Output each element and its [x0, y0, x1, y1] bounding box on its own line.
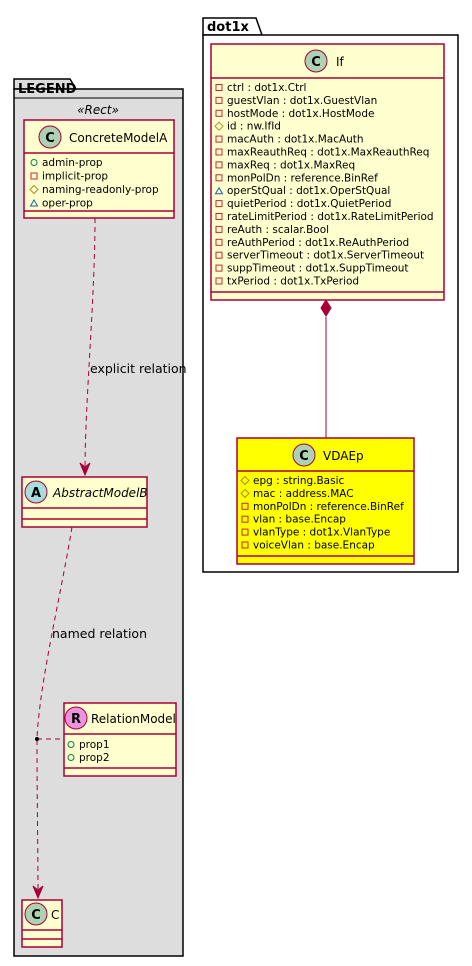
private-visibility-icon: [241, 502, 249, 510]
private-visibility-icon: [215, 238, 223, 246]
explicit-relation-label: explicit relation: [90, 361, 187, 376]
class-name: RelationModel: [91, 712, 176, 726]
attribute-row: monPolDn : reference.BinRef: [253, 501, 404, 513]
private-visibility-icon: [241, 541, 249, 549]
attribute-row: suppTimeout : dot1x.SuppTimeout: [227, 263, 409, 275]
class-icon-letter: C: [311, 55, 321, 70]
attribute-row: admin-prop: [42, 157, 103, 169]
class-concrete-model-a[interactable]: C ConcreteModelA admin-prop implicit-prop…: [23, 119, 175, 219]
private-visibility-icon: [215, 251, 223, 259]
attribute-row: guestVlan : dot1x.GuestVlan: [227, 95, 377, 107]
attribute-row: prop1: [79, 739, 110, 751]
class-icon-letter: C: [31, 908, 41, 923]
class-icon: [304, 49, 328, 73]
private-visibility-icon: [30, 172, 38, 180]
explicit-relation-arrowhead: [79, 462, 91, 477]
attribute-row: quietPeriod : dot1x.QuietPeriod: [227, 198, 391, 210]
private-visibility-icon: [215, 200, 223, 208]
attribute-row: mac : address.MAC: [253, 488, 354, 500]
edges: explicit relation named relation: [32, 217, 332, 900]
attribute-row: epg : string.Basic: [253, 475, 345, 487]
abstract-icon: [24, 480, 48, 504]
attribute-row: rateLimitPeriod : dot1x.RateLimitPeriod: [227, 211, 434, 223]
class-icon-letter: C: [45, 131, 55, 146]
class-icon: [38, 125, 62, 149]
private-visibility-icon: [215, 148, 223, 156]
attribute-row: id : nw.IfId: [227, 121, 281, 133]
class-name: AbstractModelB: [52, 486, 148, 500]
package-visibility-icon: [214, 186, 224, 195]
class-name: If: [336, 55, 345, 69]
class-icon-letter: C: [299, 449, 309, 464]
legend-stereotype: «Rect»: [77, 103, 119, 117]
named-relation-label: named relation: [52, 626, 147, 641]
public-visibility-icon: [30, 159, 38, 166]
dot1x-package-title: dot1x: [207, 20, 249, 35]
private-visibility-icon: [215, 135, 223, 143]
composition-diamond: [320, 299, 332, 317]
private-visibility-icon: [215, 213, 223, 220]
attribute-row: hostMode : dot1x.HostMode: [227, 108, 374, 120]
private-visibility-icon: [215, 264, 223, 272]
private-visibility-icon: [241, 528, 249, 536]
attribute-row: naming-readonly-prop: [42, 184, 159, 196]
private-visibility-icon: [215, 109, 223, 117]
public-visibility-icon: [67, 741, 75, 748]
attribute-row: operStQual : dot1x.OperStQual: [227, 185, 390, 197]
class-name: ConcreteModelA: [69, 131, 168, 145]
private-visibility-icon: [215, 174, 223, 182]
attribute-list: admin-prop implicit-propnaming-readonly-p…: [29, 157, 159, 210]
attribute-row: voiceVlan : base.Encap: [253, 540, 375, 552]
abstract-icon-letter: A: [31, 486, 41, 501]
protected-visibility-icon: [214, 121, 224, 131]
named-relation-arrowhead: [32, 885, 44, 900]
attribute-row: implicit-prop: [42, 171, 108, 183]
package-visibility-icon: [29, 199, 39, 207]
relation-icon: [64, 706, 88, 730]
class-icon: [292, 443, 316, 467]
attribute-row: txPeriod : dot1x.TxPeriod: [227, 276, 359, 288]
attribute-row: serverTimeout : dot1x.ServerTimeout: [227, 250, 424, 262]
legend-package-title: LEGEND: [18, 82, 77, 97]
class-icon: [24, 902, 48, 926]
protected-visibility-icon: [29, 184, 39, 195]
relation-junction-point: [35, 737, 39, 741]
explicit-relation-edge: [84, 217, 96, 473]
class-name: VDAEp: [323, 449, 364, 463]
attribute-row: vlan : base.Encap: [253, 514, 346, 526]
attribute-row: prop2: [79, 752, 110, 764]
attribute-row: reAuthPeriod : dot1x.ReAuthPeriod: [227, 237, 409, 249]
class-abstract-model-b[interactable]: A AbstractModelB: [21, 476, 148, 528]
attribute-row: vlanType : dot1x.VlanType: [253, 527, 390, 539]
private-visibility-icon: [241, 515, 249, 523]
private-visibility-icon: [215, 84, 223, 91]
protected-visibility-icon: [240, 475, 250, 486]
attribute-row: monPolDn : reference.BinRef: [227, 172, 378, 184]
public-visibility-icon: [67, 754, 75, 761]
attribute-row: oper-prop: [42, 198, 93, 210]
attribute-row: macAuth : dot1x.MacAuth: [227, 134, 364, 146]
attribute-row: maxReq : dot1x.MaxReq: [227, 159, 355, 171]
named-relation-edge-upper: [36, 526, 73, 739]
attribute-row: maxReauthReq : dot1x.MaxReauthReq: [227, 147, 429, 159]
relation-icon-letter: R: [71, 712, 81, 727]
protected-visibility-icon: [240, 488, 250, 499]
class-name: C: [51, 908, 59, 922]
private-visibility-icon: [215, 225, 223, 233]
attribute-row: reAuth : scalar.Bool: [227, 224, 329, 236]
private-visibility-icon: [215, 96, 223, 104]
private-visibility-icon: [215, 161, 223, 169]
named-relation-edge-lower: [36, 739, 39, 896]
class-c[interactable]: C C: [21, 899, 63, 948]
private-visibility-icon: [215, 277, 223, 285]
attribute-row: ctrl : dot1x.Ctrl: [227, 82, 306, 94]
